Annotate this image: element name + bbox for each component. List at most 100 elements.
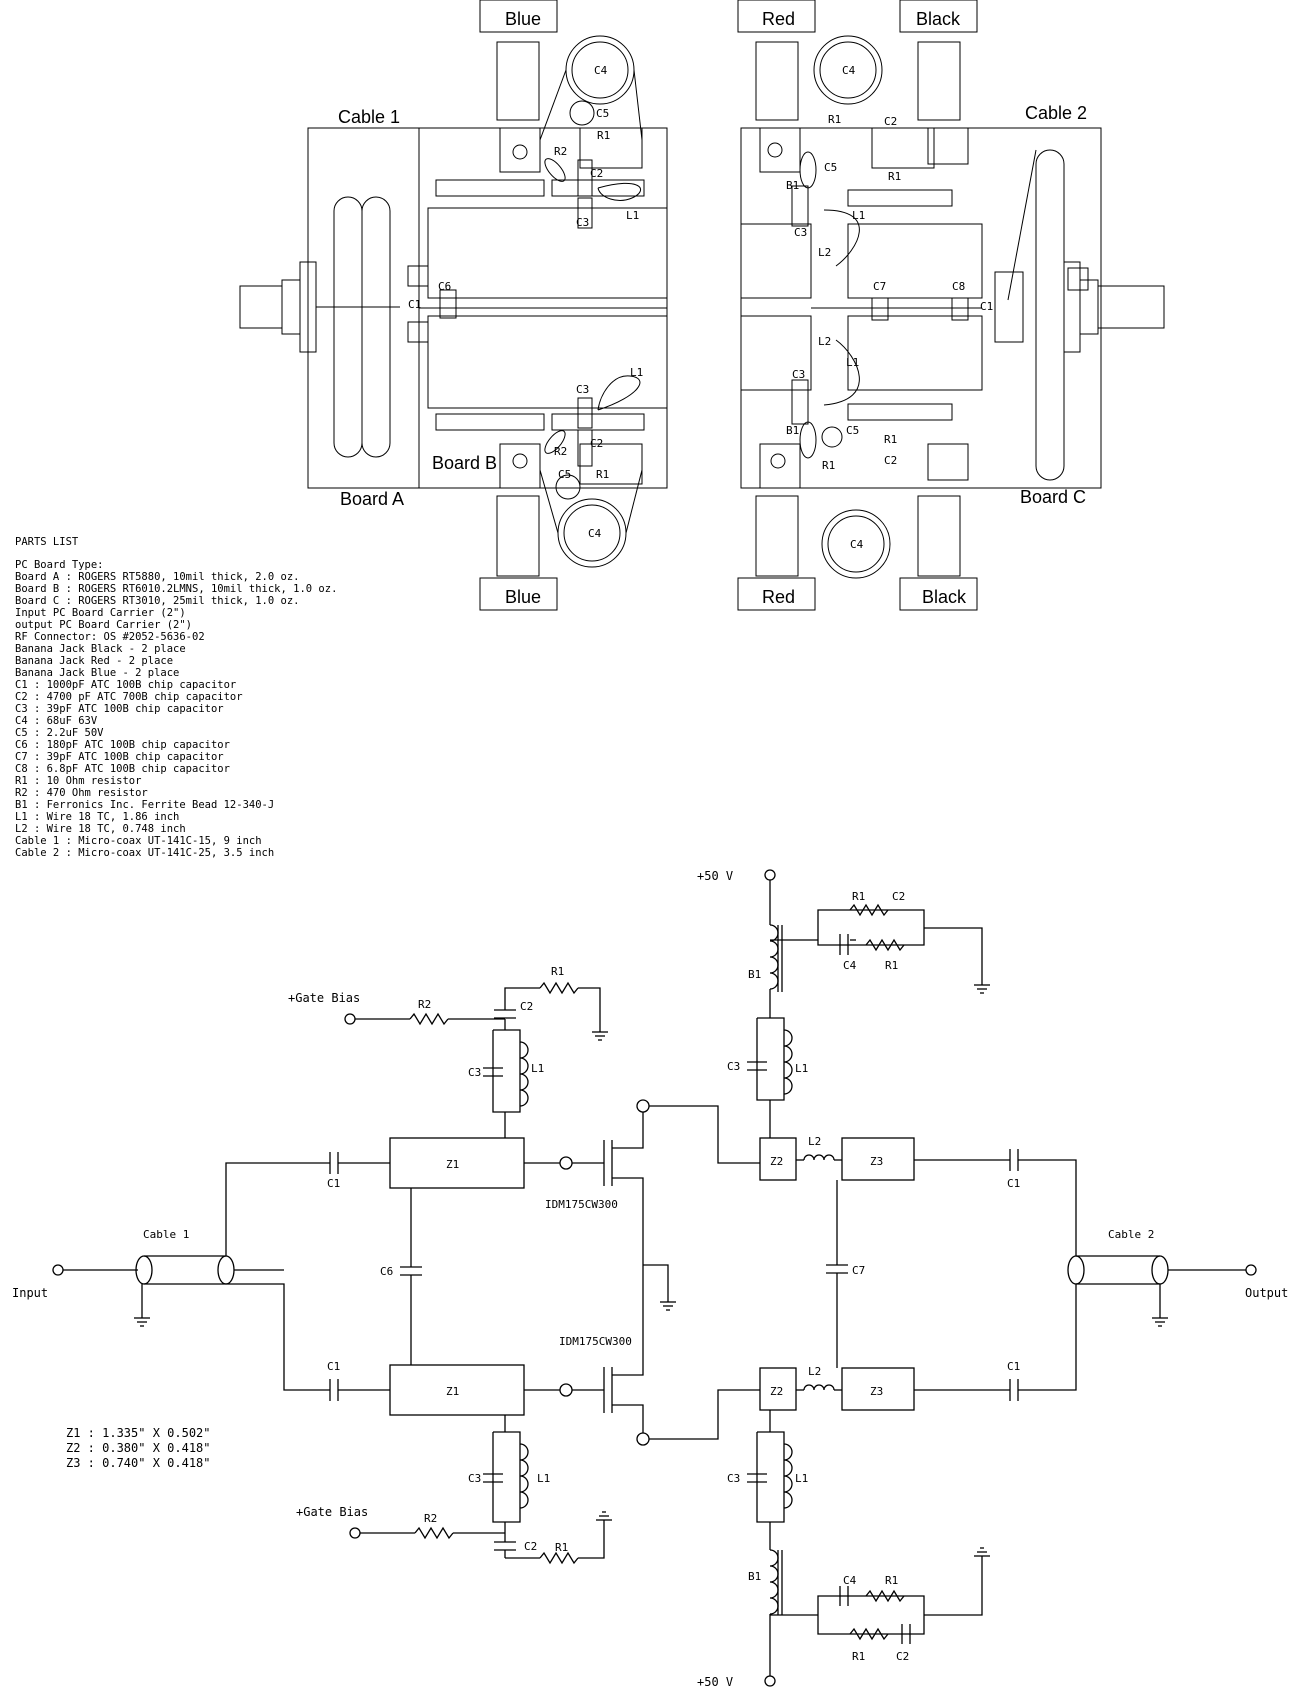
parts-list-line: B1 : Ferronics Inc. Ferrite Bead 12-340-… xyxy=(15,799,274,811)
sch-r2: R2 xyxy=(418,998,431,1011)
lbl-r2: R2 xyxy=(554,445,567,458)
sch-c4: C4 xyxy=(843,1574,857,1587)
lbl-l1: L1 xyxy=(630,366,643,379)
sch-b1: B1 xyxy=(748,1570,761,1583)
lbl-c3: C3 xyxy=(792,368,805,381)
sch-c2: C2 xyxy=(524,1540,537,1553)
sch-r1: R1 xyxy=(885,959,898,972)
schematic-labels: +50 V +50 V +Gate Bias +Gate Bias Input … xyxy=(12,869,1288,1687)
cable1-label: Cable 1 xyxy=(143,1228,189,1241)
parts-list-line: Cable 2 : Micro-coax UT-141C-25, 3.5 inc… xyxy=(15,847,274,859)
parts-list-line: R2 : 470 Ohm resistor xyxy=(15,787,148,799)
sch-c4: C4 xyxy=(843,959,857,972)
sch-r1: R1 xyxy=(885,1574,898,1587)
sch-r2: R2 xyxy=(424,1512,437,1525)
lbl-r1: R1 xyxy=(888,170,901,183)
parts-list-line: C4 : 68uF 63V xyxy=(15,715,98,727)
sch-l1: L1 xyxy=(795,1472,808,1485)
layout-labels: Cable 1 Cable 2 Board A Board B Board C … xyxy=(338,9,1087,607)
parts-list-line: C3 : 39pF ATC 100B chip capacitor xyxy=(15,703,224,715)
parts-list-line: Board A : ROGERS RT5880, 10mil thick, 2.… xyxy=(15,571,299,583)
lbl-r1: R1 xyxy=(822,459,835,472)
parts-list-line: output PC Board Carrier (2") xyxy=(15,619,192,631)
parts-list-line: C6 : 180pF ATC 100B chip capacitor xyxy=(15,739,230,751)
jack-blue-bottom: Blue xyxy=(505,587,541,607)
sch-c3: C3 xyxy=(727,1472,740,1485)
sch-c3: C3 xyxy=(468,1066,481,1079)
lbl-c5: C5 xyxy=(558,468,571,481)
lbl-l1: L1 xyxy=(626,209,639,222)
jack-red-bottom: Red xyxy=(762,587,795,607)
parts-list-line: C1 : 1000pF ATC 100B chip capacitor xyxy=(15,679,236,691)
sch-r1: R1 xyxy=(555,1541,568,1554)
lbl-c5: C5 xyxy=(824,161,837,174)
parts-list-line: PC Board Type: xyxy=(15,559,104,571)
lbl-l1: L1 xyxy=(846,356,859,369)
output-label: Output xyxy=(1245,1286,1288,1300)
sch-c3: C3 xyxy=(727,1060,740,1073)
sch-c1: C1 xyxy=(1007,1360,1020,1373)
label-cable-2: Cable 2 xyxy=(1025,103,1087,123)
lbl-c2: C2 xyxy=(884,454,897,467)
parts-list-line: C7 : 39pF ATC 100B chip capacitor xyxy=(15,751,224,763)
lbl-c2: C2 xyxy=(590,437,603,450)
sch-c2: C2 xyxy=(520,1000,533,1013)
lbl-c2: C2 xyxy=(884,115,897,128)
lbl-r1: R1 xyxy=(884,433,897,446)
sch-l1: L1 xyxy=(795,1062,808,1075)
sch-l2: L2 xyxy=(808,1135,821,1148)
lbl-l1: L1 xyxy=(852,209,865,222)
supply-label-top: +50 V xyxy=(697,869,733,883)
lbl-b1: B1 xyxy=(786,424,799,437)
parts-list-line: C2 : 4700 pF ATC 700B chip capacitor xyxy=(15,691,243,703)
lbl-r2: R2 xyxy=(554,145,567,158)
parts-list-line: Cable 1 : Micro-coax UT-141C-15, 9 inch xyxy=(15,835,262,847)
lbl-r1: R1 xyxy=(597,129,610,142)
z3-label: Z3 xyxy=(870,1155,883,1168)
jack-black-top: Black xyxy=(916,9,961,29)
sch-c1: C1 xyxy=(1007,1177,1020,1190)
supply-label-bottom: +50 V xyxy=(697,1675,733,1687)
sch-r1: R1 xyxy=(551,965,564,978)
z2-label: Z2 xyxy=(770,1155,783,1168)
jack-black-bottom: Black xyxy=(922,587,967,607)
parts-list-line: L2 : Wire 18 TC, 0.748 inch xyxy=(15,823,186,835)
sch-c2: C2 xyxy=(896,1650,909,1663)
lbl-c5: C5 xyxy=(596,107,609,120)
lbl-c1: C1 xyxy=(980,300,993,313)
z-dim-line: Z3 : 0.740" X 0.418" xyxy=(66,1456,211,1470)
parts-list-line: Input PC Board Carrier (2") xyxy=(15,607,186,619)
sch-c3: C3 xyxy=(468,1472,481,1485)
lbl-c2: C2 xyxy=(590,167,603,180)
lbl-c5: C5 xyxy=(846,424,859,437)
sch-c1: C1 xyxy=(327,1177,340,1190)
lbl-c7: C7 xyxy=(873,280,886,293)
transistor-label-top: IDM175CW300 xyxy=(545,1198,618,1211)
sch-r1: R1 xyxy=(852,1650,865,1663)
parts-list-line: C8 : 6.8pF ATC 100B chip capacitor xyxy=(15,763,230,775)
sch-r1: R1 xyxy=(852,890,865,903)
lbl-c3: C3 xyxy=(576,216,589,229)
label-board-c: Board C xyxy=(1020,487,1086,507)
pcb-layout-right xyxy=(737,0,1165,611)
jack-red-top: Red xyxy=(762,9,795,29)
transistor-label-bottom: IDM175CW300 xyxy=(559,1335,632,1348)
gate-bias-label-top: +Gate Bias xyxy=(288,991,360,1005)
parts-list-line: Board B : ROGERS RT6010.2LMNS, 10mil thi… xyxy=(15,583,337,595)
parts-list-title: PARTS LIST xyxy=(15,536,79,548)
parts-list-line: C5 : 2.2uF 50V xyxy=(15,727,104,739)
parts-list-line: Banana Jack Black - 2 place xyxy=(15,643,186,655)
sch-c6: C6 xyxy=(380,1265,393,1278)
z-dim-line: Z1 : 1.335" X 0.502" xyxy=(66,1426,211,1440)
lbl-c3: C3 xyxy=(794,226,807,239)
label-board-b: Board B xyxy=(432,453,497,473)
input-label: Input xyxy=(12,1286,48,1300)
lbl-l2: L2 xyxy=(818,246,831,259)
lbl-c4: C4 xyxy=(594,64,608,77)
lbl-c4: C4 xyxy=(588,527,602,540)
lbl-c1: C1 xyxy=(408,298,421,311)
cable2-label: Cable 2 xyxy=(1108,1228,1154,1241)
z1-label: Z1 xyxy=(446,1158,459,1171)
lbl-c8: C8 xyxy=(952,280,965,293)
lbl-c4: C4 xyxy=(850,538,864,551)
